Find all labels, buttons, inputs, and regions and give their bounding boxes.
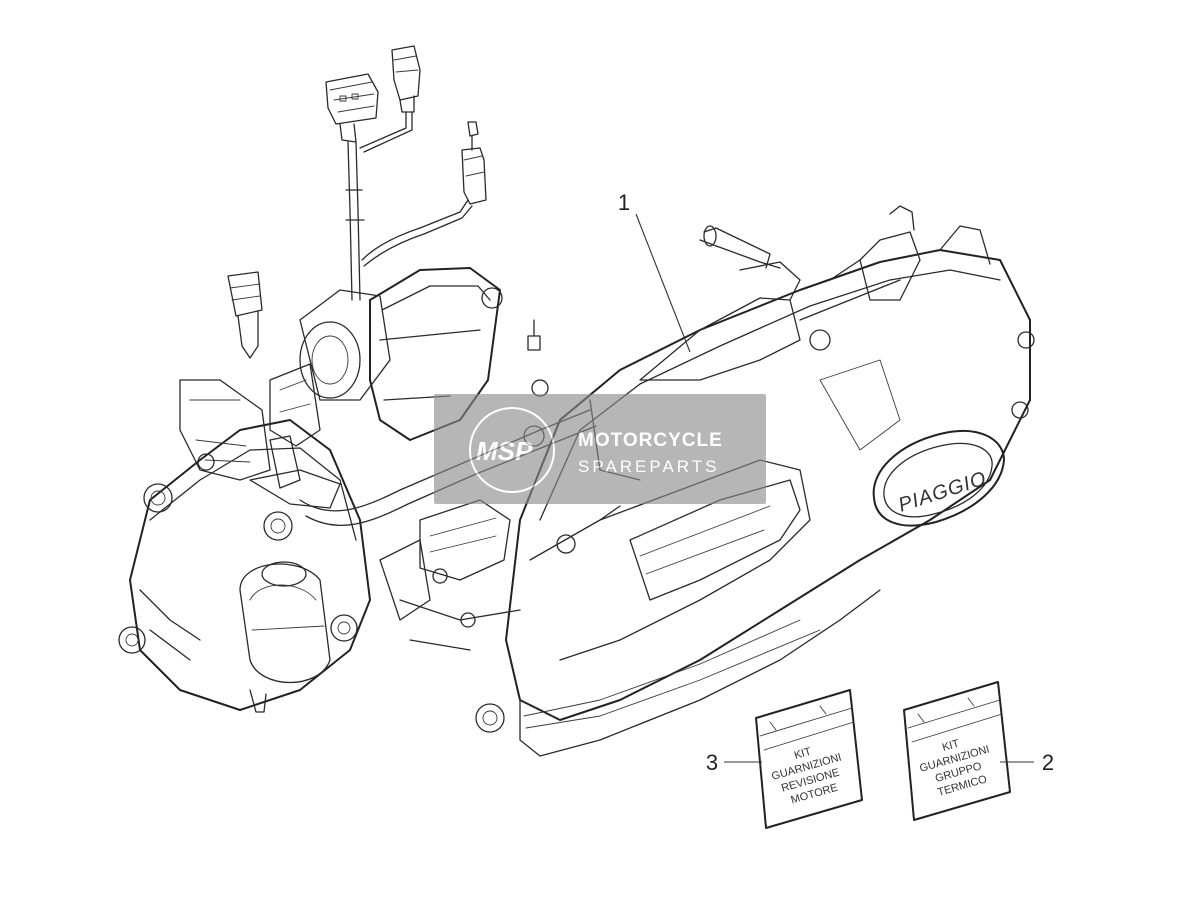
kit-thermal-line1: KIT [941, 738, 961, 754]
wiring-harness [227, 45, 487, 359]
callout-1: 1 [618, 190, 691, 353]
watermark-logo: MSP [476, 436, 533, 466]
kit-package-overhaul: KIT GUARNIZIONI REVISIONE MOTORE [755, 689, 863, 829]
piaggio-logo: PIAGGIO [872, 429, 1005, 527]
watermark: MSP MOTORCYCLE SPAREPARTS [434, 394, 766, 504]
callout-3: 3 [706, 750, 762, 775]
callout-1-label: 1 [618, 190, 630, 215]
kit-overhaul-line1: KIT [793, 746, 813, 762]
watermark-line2: SPAREPARTS [578, 457, 719, 476]
cylinder-head [118, 379, 371, 713]
throttle-body [249, 267, 597, 527]
engine-logo-text: PIAGGIO [896, 467, 990, 516]
watermark-background [434, 394, 766, 504]
watermark-line1: MOTORCYCLE [578, 430, 723, 451]
kit-package-thermal: KIT GUARNIZIONI GRUPPO TERMICO [903, 681, 1011, 821]
callout-2: 2 [1000, 750, 1054, 775]
callout-3-label: 3 [706, 750, 718, 775]
callout-2-label: 2 [1042, 750, 1054, 775]
